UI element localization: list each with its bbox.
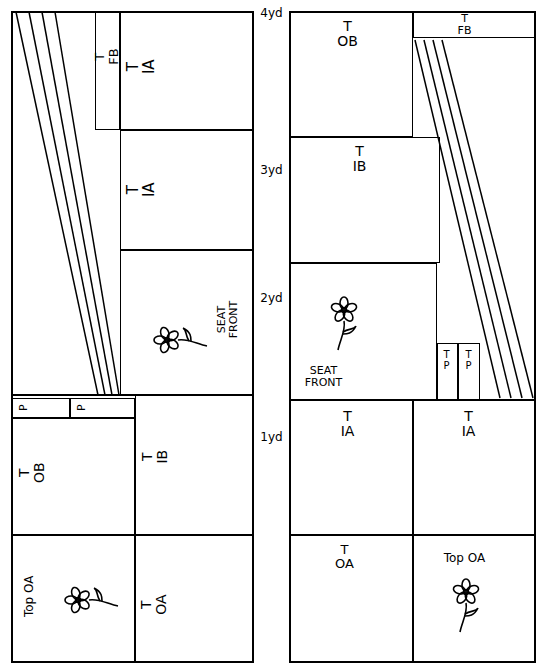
- flower-motif: [452, 579, 479, 632]
- piece-label: TOA: [335, 543, 354, 570]
- grain-mark: T: [343, 19, 352, 34]
- grain-mark: T: [140, 600, 155, 609]
- pattern-piece: TIB: [290, 137, 440, 263]
- yardage-mark: 2yd: [259, 291, 283, 305]
- piece-label: SEAT FRONT: [300, 365, 346, 388]
- pattern-piece: TP: [437, 343, 458, 400]
- grain-mark: T: [355, 144, 364, 159]
- grain-mark: T: [93, 53, 107, 61]
- piece-name: P: [443, 361, 449, 372]
- piece-label: TIA: [462, 409, 476, 438]
- piece-label: Top OA: [444, 552, 486, 565]
- pattern-piece: TOB: [290, 12, 413, 137]
- pattern-piece: Top OA: [12, 535, 135, 662]
- grain-mark: T: [343, 409, 352, 424]
- grain-mark: T: [126, 62, 142, 71]
- yardage-mark: 3yd: [259, 163, 283, 177]
- piece-name: Top OA: [23, 576, 36, 618]
- flower-motif: [330, 297, 357, 350]
- piece-name: IA: [341, 424, 355, 439]
- bias-strips: [16, 12, 119, 395]
- piece-label: Top OA: [23, 576, 36, 618]
- piece-name: SEAT FRONT: [216, 296, 239, 342]
- piece-name: IA: [462, 424, 476, 439]
- piece-label: SEAT FRONT: [216, 296, 239, 342]
- grain-mark: T: [17, 468, 32, 477]
- piece-name: FB: [107, 48, 121, 64]
- piece-label: TIB: [353, 144, 367, 173]
- piece-label: TIA: [341, 409, 355, 438]
- piece-label: TOB: [337, 19, 358, 48]
- grain-mark: T: [465, 350, 471, 361]
- piece-name: IA: [142, 59, 158, 74]
- piece-label: P: [18, 404, 30, 411]
- pattern-piece: TOA: [135, 535, 253, 662]
- piece-name: OA: [335, 557, 354, 571]
- piece-name: P: [76, 404, 88, 411]
- piece-name: FB: [458, 25, 472, 37]
- pattern-piece: TOB: [12, 418, 135, 535]
- pattern-piece: TIA: [120, 12, 253, 130]
- piece-label: TP: [465, 350, 471, 371]
- grain-mark: T: [140, 452, 155, 461]
- piece-name: Top OA: [444, 552, 486, 565]
- pattern-piece: TFB: [95, 12, 120, 130]
- piece-label: TP: [443, 350, 449, 371]
- piece-name: P: [465, 361, 471, 372]
- grain-mark: T: [126, 185, 142, 194]
- piece-label: TIB: [140, 450, 169, 464]
- piece-name: OB: [337, 34, 358, 49]
- grain-mark: T: [464, 409, 473, 424]
- fabric-panel: [290, 12, 535, 662]
- pattern-piece: P: [12, 398, 70, 418]
- piece-label: TFB: [458, 13, 472, 36]
- piece-name: IA: [142, 182, 158, 197]
- pattern-piece: TP: [458, 343, 480, 400]
- pattern-piece: SEAT FRONT: [120, 250, 253, 395]
- grain-mark: T: [443, 350, 449, 361]
- fabric-panel: [12, 12, 253, 662]
- piece-name: OA: [154, 594, 169, 614]
- grain-mark: T: [341, 543, 349, 557]
- piece-label: P: [76, 404, 88, 411]
- piece-label: TFB: [93, 48, 120, 64]
- piece-name: SEAT FRONT: [300, 365, 346, 388]
- grain-mark: T: [461, 13, 468, 25]
- piece-name: IB: [154, 450, 169, 464]
- pattern-piece: TFB: [413, 12, 535, 38]
- bias-strips: [415, 40, 533, 398]
- yardage-mark: 4yd: [259, 6, 283, 20]
- piece-label: TIA: [126, 59, 158, 74]
- pattern-piece: TIB: [135, 395, 253, 535]
- piece-label: TIA: [126, 182, 158, 197]
- pattern-piece: SEAT FRONT: [290, 263, 437, 400]
- piece-label: TOA: [140, 594, 169, 614]
- pattern-piece: TIA: [413, 400, 535, 535]
- flower-motif: [65, 586, 118, 613]
- pattern-piece: Top OA: [413, 535, 535, 662]
- piece-name: OB: [32, 462, 47, 483]
- pattern-piece: TIA: [290, 400, 413, 535]
- piece-label: TOB: [17, 462, 46, 483]
- pattern-piece: TIA: [120, 130, 253, 250]
- piece-name: IB: [353, 159, 367, 174]
- pattern-piece: P: [70, 398, 135, 418]
- flower-motif: [154, 326, 207, 353]
- pattern-piece: TOA: [290, 535, 413, 662]
- yardage-mark: 1yd: [259, 430, 283, 444]
- piece-name: P: [18, 404, 30, 411]
